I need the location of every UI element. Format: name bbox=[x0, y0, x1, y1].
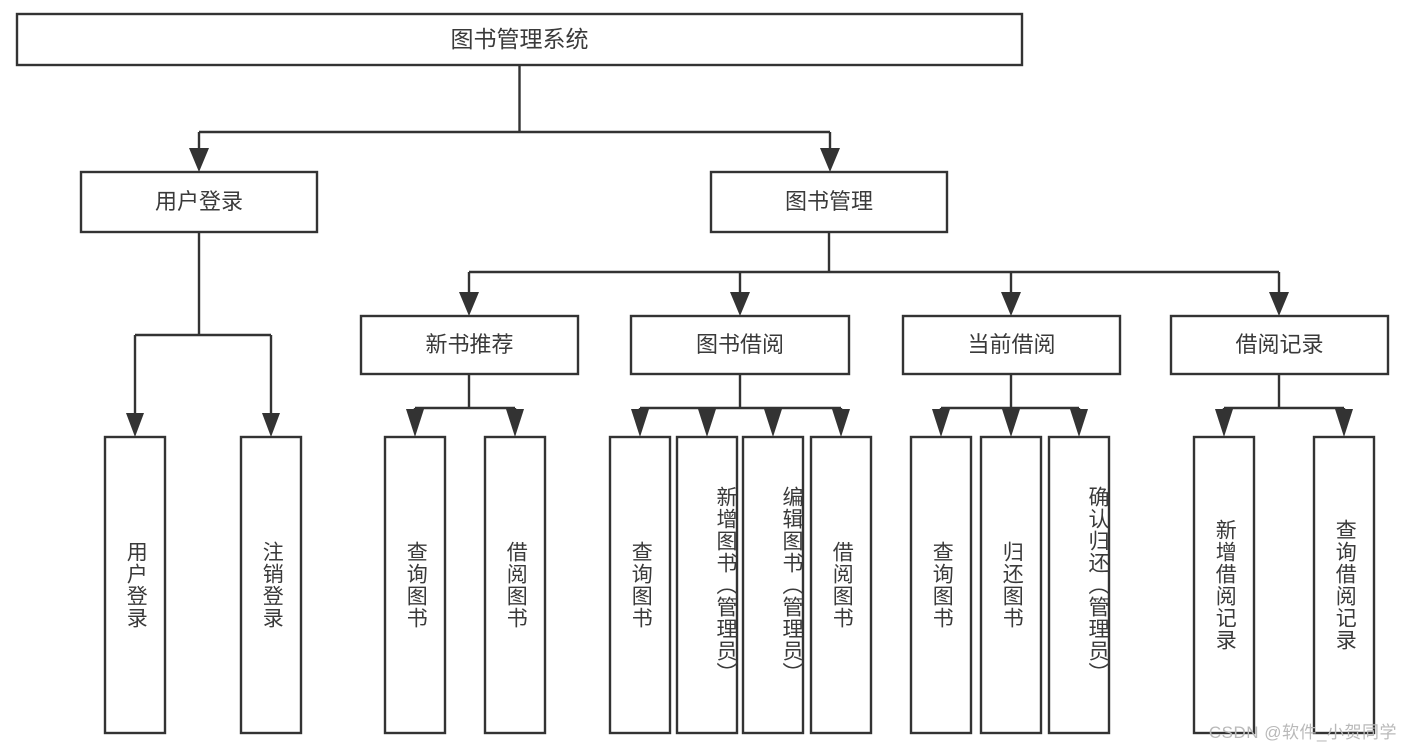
node-book-management-box bbox=[709, 170, 949, 234]
leaf-box-query-book-3[interactable] bbox=[909, 435, 973, 735]
arrow-head-to-leaf-borrow-book-1 bbox=[506, 409, 524, 437]
arrow-head-to-user-login bbox=[189, 148, 209, 172]
node-book-borrow[interactable]: 图书借阅 bbox=[629, 314, 851, 376]
connector-current-borrow-to-leaves bbox=[939, 374, 1081, 413]
leaf-box-borrow-book-1[interactable] bbox=[483, 435, 547, 735]
leaf-box-return-book[interactable] bbox=[979, 435, 1043, 735]
connector-new-book-recommend-to-leaves bbox=[413, 374, 517, 413]
node-borrow-record-box bbox=[1169, 314, 1390, 376]
connector-group bbox=[126, 65, 1353, 437]
leaf-box-query-book-2[interactable] bbox=[608, 435, 672, 735]
arrow-head-to-leaf-add-record bbox=[1215, 409, 1233, 437]
leaf-box-logout[interactable] bbox=[239, 435, 303, 735]
arrow-head-to-leaf-confirm-return bbox=[1070, 409, 1088, 437]
arrow-head-to-leaf-logout bbox=[262, 413, 280, 437]
leaf-box-edit-book[interactable] bbox=[741, 435, 805, 735]
arrow-head-to-leaf-user-login bbox=[126, 413, 144, 437]
node-root-box bbox=[15, 12, 1024, 67]
arrow-head-to-leaf-query-book-3 bbox=[932, 409, 950, 437]
leaf-box-query-record[interactable] bbox=[1312, 435, 1376, 735]
node-new-book-recommend[interactable]: 新书推荐 bbox=[359, 314, 580, 376]
arrow-head-to-book-management bbox=[820, 148, 840, 172]
arrow-head-to-borrow-record bbox=[1269, 292, 1289, 316]
arrow-head-to-leaf-return-book bbox=[1002, 409, 1020, 437]
leaf-box-group bbox=[103, 435, 1376, 735]
arrow-head-to-leaf-query-record bbox=[1335, 409, 1353, 437]
node-user-login-box bbox=[79, 170, 319, 234]
arrow-head-to-leaf-borrow-book-2 bbox=[832, 409, 850, 437]
leaf-box-query-book-1[interactable] bbox=[383, 435, 447, 735]
connector-borrow-record-to-leaves bbox=[1222, 374, 1346, 413]
node-book-borrow-label: 图书借阅 bbox=[696, 332, 784, 357]
node-book-management-label: 图书管理 bbox=[785, 189, 873, 214]
node-book-borrow-box bbox=[629, 314, 851, 376]
node-borrow-record-label: 借阅记录 bbox=[1235, 332, 1323, 357]
connector-book-borrow-to-leaves bbox=[638, 374, 843, 413]
leaf-box-borrow-book-2[interactable] bbox=[809, 435, 873, 735]
arrow-head-to-new-book-recommend bbox=[459, 292, 479, 316]
node-current-borrow[interactable]: 当前借阅 bbox=[901, 314, 1122, 376]
node-current-borrow-label: 当前借阅 bbox=[967, 332, 1055, 357]
csdn-watermark: CSDN @软件_小贺同学 bbox=[1208, 723, 1397, 742]
node-root-label: 图书管理系统 bbox=[451, 26, 589, 52]
node-borrow-record[interactable]: 借阅记录 bbox=[1169, 314, 1390, 376]
arrow-head-to-current-borrow bbox=[1001, 292, 1021, 316]
arrow-head-to-leaf-add-book bbox=[698, 409, 716, 437]
node-new-book-recommend-box bbox=[359, 314, 580, 376]
connector-book-management-to-level3 bbox=[467, 232, 1281, 292]
leaf-box-add-book[interactable] bbox=[675, 435, 739, 735]
leaf-box-user-login[interactable] bbox=[103, 435, 167, 735]
arrow-head-to-leaf-query-book-2 bbox=[631, 409, 649, 437]
node-book-management[interactable]: 图书管理 bbox=[709, 170, 949, 234]
node-user-login-label: 用户登录 bbox=[155, 189, 243, 214]
node-root-book-management-system[interactable]: 图书管理系统 bbox=[15, 12, 1024, 67]
arrow-head-to-leaf-query-book-1 bbox=[406, 409, 424, 437]
leaf-box-add-record[interactable] bbox=[1192, 435, 1256, 735]
connector-root-to-level2 bbox=[197, 65, 832, 148]
node-new-book-recommend-label: 新书推荐 bbox=[425, 332, 513, 357]
arrow-head-to-leaf-edit-book bbox=[764, 409, 782, 437]
node-user-login[interactable]: 用户登录 bbox=[79, 170, 319, 234]
node-current-borrow-box bbox=[901, 314, 1122, 376]
connector-user-login-to-leaves bbox=[133, 232, 273, 413]
leaf-box-confirm-return[interactable] bbox=[1047, 435, 1111, 735]
arrow-head-to-book-borrow bbox=[730, 292, 750, 316]
